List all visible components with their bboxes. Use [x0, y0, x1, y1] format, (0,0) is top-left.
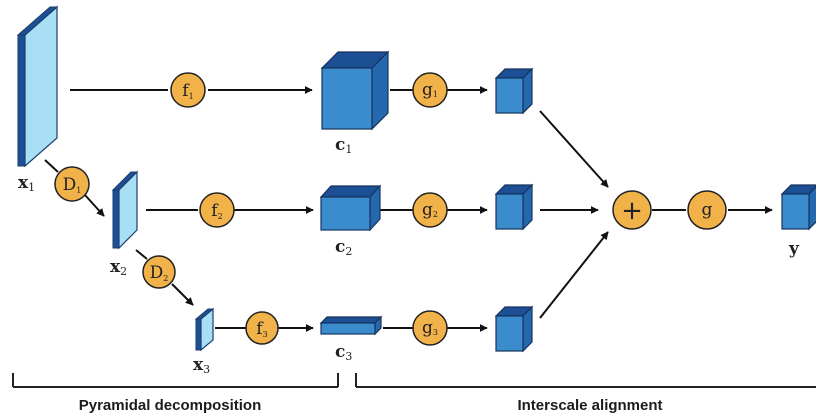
- label-y: y: [788, 239, 800, 259]
- edge-r1-sum: [539, 110, 609, 188]
- op-g3-sub: 3: [433, 328, 438, 337]
- op-g1-sub: 1: [433, 90, 438, 99]
- label-x3: x3: [193, 355, 210, 376]
- svg-text:D2: D2: [150, 263, 169, 283]
- op-g1-main: g: [422, 80, 433, 100]
- op-g3-main: g: [422, 318, 433, 338]
- op-d2-main: D: [150, 263, 164, 283]
- op-f2-sub: 2: [218, 212, 223, 221]
- op-g3: g3: [412, 310, 448, 346]
- label-x1: x1: [18, 173, 35, 194]
- aligned-cube-row1: [494, 67, 534, 115]
- op-f3-sub: 3: [263, 330, 268, 339]
- op-f1-sub: 1: [189, 92, 194, 101]
- input-slab-x1: [16, 5, 59, 168]
- edge-d1-x2: [84, 194, 105, 217]
- bracket-pyramidal: [12, 373, 339, 388]
- label-c3: c3: [335, 342, 352, 363]
- op-f3: f3: [245, 311, 279, 345]
- edges: [44, 86, 773, 332]
- label-c2: c2: [335, 237, 352, 258]
- aligned-cube-row2: [494, 183, 534, 231]
- svg-text:D1: D1: [63, 175, 82, 195]
- op-g2-sub: 2: [433, 210, 438, 219]
- op-d1-main: D: [63, 175, 77, 195]
- label-c1: c1: [335, 135, 352, 156]
- op-g2-main: g: [422, 200, 433, 220]
- svg-text:g1: g1: [422, 80, 438, 100]
- op-g1: g1: [412, 72, 448, 108]
- op-d2: D2: [142, 255, 176, 289]
- feature-cube-c2: [319, 184, 382, 232]
- sum-symbol: +: [621, 196, 643, 226]
- op-f1-main: f: [182, 81, 190, 101]
- label-x2: x2: [110, 257, 127, 278]
- edge-x2-d2: [135, 249, 148, 260]
- sum-node: +: [612, 190, 652, 230]
- op-f3-main: f: [256, 319, 264, 339]
- svg-text:g2: g2: [422, 200, 438, 220]
- feature-cube-c3: [319, 315, 383, 336]
- edge-d2-x3: [171, 283, 194, 306]
- output-cube-y: [780, 184, 816, 231]
- op-f2-main: f: [211, 201, 219, 221]
- op-d2-sub: 2: [163, 274, 168, 283]
- op-f1: f1: [170, 72, 206, 108]
- svg-text:f1: f1: [182, 81, 193, 101]
- aligned-cube-row3: [494, 305, 534, 353]
- section-label-pyramidal: Pyramidal decomposition: [79, 397, 262, 414]
- feature-cube-c1: [320, 50, 390, 131]
- op-d1-sub: 1: [76, 186, 81, 195]
- edge-r3-sum: [539, 231, 609, 319]
- bracket-interscale: [355, 373, 816, 388]
- op-g2: g2: [412, 192, 448, 228]
- edge-x1-d1: [44, 159, 59, 173]
- svg-text:f3: f3: [256, 319, 267, 339]
- op-g-final-label: g: [702, 200, 713, 220]
- svg-text:f2: f2: [211, 201, 222, 221]
- op-d1: D1: [54, 166, 90, 202]
- op-f2: f2: [199, 192, 235, 228]
- section-label-interscale: Interscale alignment: [517, 397, 662, 414]
- svg-text:g3: g3: [422, 318, 438, 338]
- op-g-final: g: [687, 190, 727, 230]
- input-slab-x3: [194, 307, 215, 352]
- input-slab-x2: [111, 170, 139, 250]
